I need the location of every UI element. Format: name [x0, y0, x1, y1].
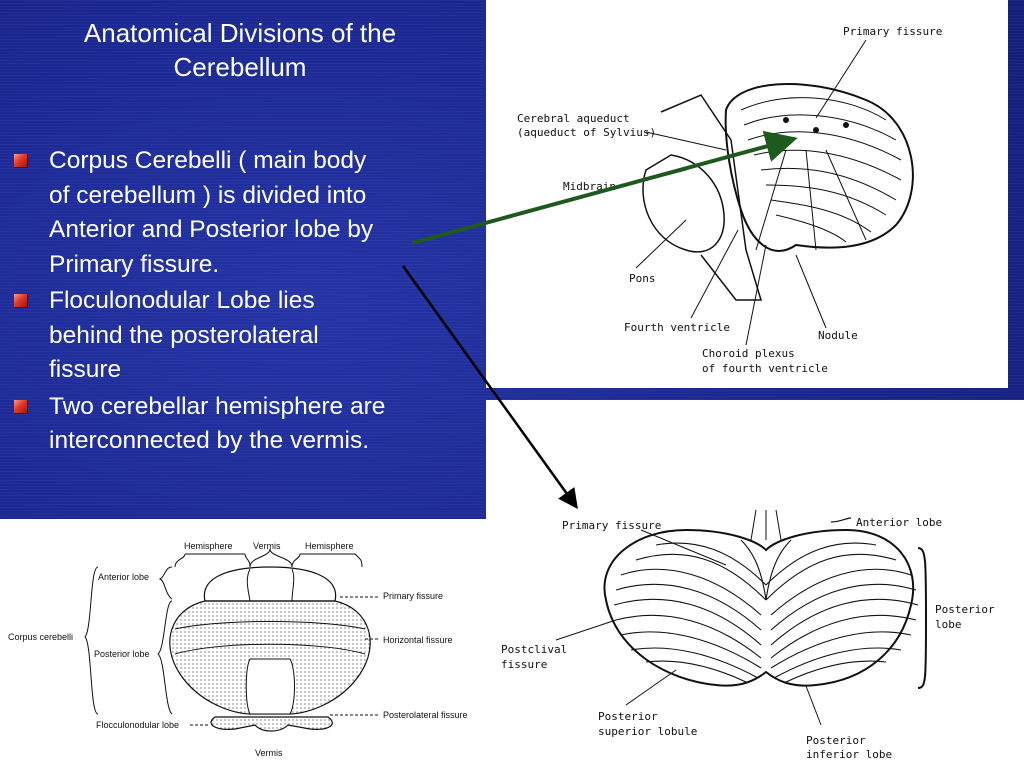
- superior-folia-lines: [613, 539, 919, 683]
- label-vermis-bottom: Vermis: [255, 748, 283, 758]
- title-line-2: Cerebellum: [173, 52, 307, 82]
- label-post-inf-2: inferior lobe: [806, 748, 892, 761]
- bullet-square-icon: [14, 154, 27, 167]
- schematic-figure-panel: Hemisphere Vermis Hemisphere Anterior lo…: [0, 519, 486, 768]
- superior-figure-panel: Primary fissure Anterior lobe Posterior …: [486, 400, 1024, 768]
- bullet-line: Primary fissure.: [49, 250, 220, 278]
- label-fourth-ventricle: Fourth ventricle: [624, 321, 730, 334]
- label-anterior-lobe: Anterior lobe: [856, 516, 942, 529]
- label-choroid-plexus: Choroid plexus: [702, 347, 795, 360]
- label-post-inf-1: Posterior: [806, 734, 866, 747]
- label-posterior-lobe-2: lobe: [935, 618, 962, 631]
- bullet-item: Two cerebellar hemisphere are interconne…: [14, 390, 464, 459]
- bullet-line: of cerebellum ) is divided into: [49, 181, 367, 209]
- label-cerebral-aqueduct: Cerebral aqueduct: [517, 112, 630, 125]
- horizontal-fissure-line: [174, 621, 366, 630]
- bullet-item: Floculonodular Lobe lies behind the post…: [14, 284, 464, 388]
- pons-shape: [642, 154, 725, 253]
- label-anterior-lobe: Anterior lobe: [98, 572, 149, 582]
- bullet-square-icon: [14, 399, 27, 413]
- fissure-line: [174, 643, 366, 655]
- label-primary-fissure: Primary fissure: [562, 519, 661, 532]
- label-primary-fissure: Primary fissure: [383, 591, 443, 601]
- bullet-line: Corpus Cerebelli ( main body: [49, 147, 367, 174]
- vermis-dot: [783, 117, 789, 123]
- hemisphere-right-bracket: [291, 553, 363, 568]
- label-vermis-top: Vermis: [253, 541, 281, 551]
- bullet-line: Anterior and Posterior lobe by: [49, 216, 374, 243]
- label-horizontal-fissure: Horizontal fissure: [383, 635, 453, 645]
- label-post-sup-1: Posterior: [598, 710, 658, 723]
- anterior-lobe-bracket: [158, 566, 173, 600]
- sagittal-cerebellum-illustration: Primary fissure Cerebral aqueduct (aqued…: [517, 25, 942, 375]
- posterior-lobe-bracket: [917, 547, 927, 689]
- vermis-dot: [843, 122, 849, 128]
- cerebellum-superior-outline: [603, 528, 915, 687]
- bullet-line: interconnected by the vermis.: [49, 427, 370, 454]
- folia-lines: [740, 97, 902, 251]
- brainstem-outline: [660, 94, 763, 301]
- title-line-1: Anatomical Divisions of the: [83, 18, 397, 48]
- vermis-posterior: [245, 658, 295, 715]
- bullet-line: behind the posterolateral: [49, 321, 319, 349]
- corpus-cerebelli-bracket: [84, 566, 99, 715]
- label-nodule: Nodule: [818, 329, 858, 342]
- hemisphere-left-bracket: [174, 553, 251, 568]
- label-hemisphere-right: Hemisphere: [305, 541, 354, 551]
- label-aqueduct-sylvius: (aqueduct of Sylvius): [517, 126, 656, 139]
- label-posterior-lobe: Posterior lobe: [94, 649, 150, 659]
- slide-title: Anatomical Divisions of the Cerebellum: [40, 16, 440, 84]
- vermis-dot: [813, 127, 819, 133]
- vermis-lines: [246, 568, 295, 602]
- flocculonodular-shape: [210, 716, 333, 732]
- label-corpus-cerebelli: Corpus cerebelli: [8, 632, 73, 642]
- bullet-line: Two cerebellar hemisphere are: [49, 392, 386, 420]
- label-posterolateral-fissure: Posterolateral fissure: [383, 710, 468, 720]
- label-primary-fissure: Primary fissure: [843, 25, 942, 38]
- label-hemisphere-left: Hemisphere: [184, 541, 233, 551]
- label-flocculonodular-lobe: Flocculonodular lobe: [96, 720, 179, 730]
- anterior-lobe-shape: [203, 566, 337, 602]
- label-midbrain: Midbrain: [563, 180, 616, 193]
- fissure-leader-lines: [190, 596, 380, 726]
- bullet-square-icon: [14, 294, 27, 307]
- label-postclival-2: fissure: [501, 658, 547, 671]
- sagittal-figure-panel: Primary fissure Cerebral aqueduct (aqued…: [486, 0, 1008, 388]
- bullet-list: Corpus Cerebelli ( main body of cerebell…: [14, 144, 464, 461]
- bullet-line: fissure: [49, 356, 122, 383]
- anterior-lobe-bracket: [830, 517, 852, 523]
- cerebellum-outline: [724, 83, 914, 252]
- vermis-bracket: [249, 548, 293, 568]
- label-pons: Pons: [629, 272, 656, 285]
- posterior-lobe-bracket: [157, 600, 173, 715]
- label-post-sup-2: superior lobule: [598, 725, 697, 738]
- schematic-cerebellum-diagram: Hemisphere Vermis Hemisphere Anterior lo…: [8, 541, 468, 758]
- bullet-line: Floculonodular Lobe lies: [49, 287, 315, 314]
- label-posterior-lobe-1: Posterior: [935, 603, 995, 616]
- bullet-item: Corpus Cerebelli ( main body of cerebell…: [14, 144, 464, 282]
- superior-cerebellum-illustration: Primary fissure Anterior lobe Posterior …: [501, 509, 995, 761]
- label-postclival-1: Postclival: [501, 643, 567, 656]
- label-choroid-fourth: of fourth ventricle: [702, 362, 828, 375]
- superior-leader-lines: [555, 509, 822, 726]
